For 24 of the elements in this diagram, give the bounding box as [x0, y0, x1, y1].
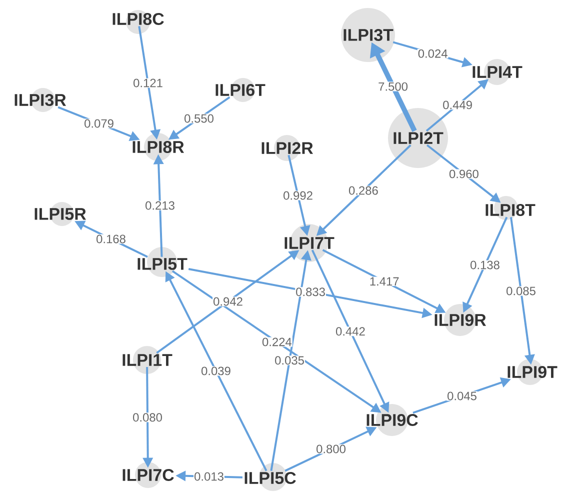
edge-label: 0.286 — [348, 186, 379, 196]
edge-label: 0.035 — [274, 356, 305, 366]
edge-label: 0.833 — [295, 287, 326, 297]
edge-label: 7.500 — [378, 82, 408, 92]
edge-label: 0.942 — [212, 296, 244, 306]
edge-label: 0.224 — [261, 337, 292, 347]
edge-label: 0.138 — [470, 260, 500, 270]
edge-label: 0.080 — [132, 412, 163, 422]
edge-label: 1.417 — [368, 276, 400, 286]
edge-label: 0.449 — [442, 100, 474, 110]
edge-label: 0.213 — [144, 200, 176, 210]
edge-label: 0.121 — [132, 78, 164, 88]
edge-label: 0.168 — [96, 234, 126, 244]
edge-label: 0.550 — [184, 114, 214, 124]
edge-label: 0.800 — [316, 444, 346, 454]
edge-label: 0.024 — [417, 48, 448, 58]
edge-label: 0.085 — [506, 286, 536, 296]
edge-label: 0.013 — [194, 472, 224, 482]
edge-label: 0.992 — [282, 190, 314, 200]
edge-label: 0.039 — [200, 366, 232, 376]
edge-label: 0.045 — [446, 391, 478, 401]
edge-label: 0.079 — [84, 118, 114, 128]
edge-label: 0.442 — [335, 326, 366, 336]
edge-label: 0.960 — [448, 169, 480, 179]
